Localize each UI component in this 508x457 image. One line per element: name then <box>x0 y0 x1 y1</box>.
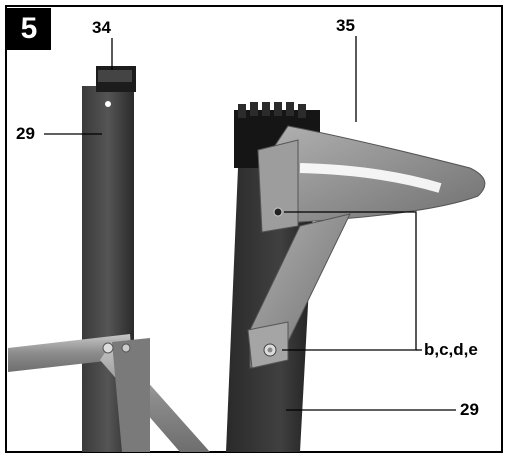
left-leg <box>82 66 136 452</box>
callout-bcde: b,c,d,e <box>422 340 480 359</box>
callout-35: 35 <box>334 16 357 35</box>
callout-29-right: 29 <box>458 400 481 419</box>
bracket-35 <box>247 125 486 369</box>
figure-number-badge: 5 <box>7 8 51 50</box>
leader-lines <box>44 36 456 411</box>
callout-29-left: 29 <box>14 124 37 143</box>
figure-number: 5 <box>20 12 38 45</box>
callout-34: 34 <box>90 18 113 37</box>
frame-bar <box>8 334 210 452</box>
